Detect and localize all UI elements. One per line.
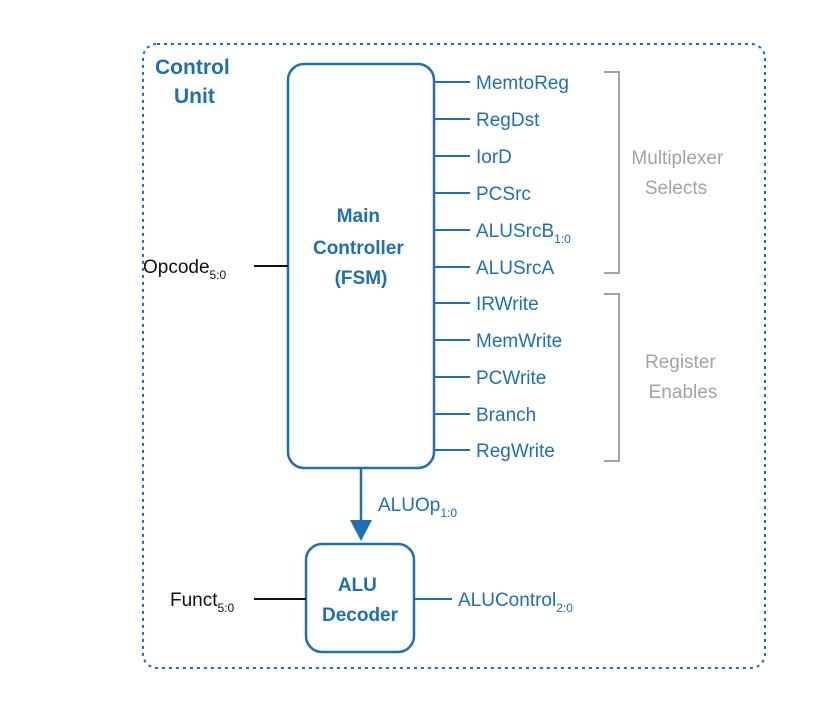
aluop-label: ALUOp1:0 — [378, 495, 457, 520]
control-unit-title: Control Unit — [155, 56, 236, 108]
signal-memtoreg: MemtoReg — [476, 73, 569, 94]
signal-memwrite: MemWrite — [476, 331, 562, 352]
signal-alusrca: ALUSrcA — [476, 258, 554, 279]
signal-regwrite: RegWrite — [476, 441, 555, 462]
main-controller-box — [286, 62, 436, 470]
aluop-arrowhead — [350, 520, 372, 541]
control-unit-border — [142, 43, 766, 669]
signal-branch: Branch — [476, 405, 536, 426]
signal-alusrcb: ALUSrcB1:0 — [476, 221, 571, 246]
signal-labels: MemtoReg RegDst IorD PCSrc ALUSrcB1:0 AL… — [476, 73, 571, 462]
funct-label: Funct5:0 — [170, 590, 235, 615]
alu-decoder-box — [304, 542, 416, 654]
opcode-label: Opcode5:0 — [143, 257, 227, 282]
register-enables-label: Register Enables — [645, 352, 721, 403]
signal-wires — [434, 81, 470, 451]
signal-irwrite: IRWrite — [476, 294, 539, 315]
mux-selects-label: Multiplexer Selects — [631, 148, 728, 199]
signal-pcsrc: PCSrc — [476, 184, 531, 205]
signal-regdst: RegDst — [476, 110, 540, 131]
signal-iord: IorD — [476, 147, 512, 168]
control-unit-title-line-1: Control — [155, 56, 230, 79]
alu-decoder-label: ALU Decoder — [322, 575, 399, 626]
register-enables-bracket — [604, 293, 620, 462]
mux-selects-bracket — [604, 71, 620, 274]
alucontrol-label: ALUControl2:0 — [458, 590, 573, 615]
main-controller-label: Main Controller (FSM) — [313, 206, 409, 289]
signal-pcwrite: PCWrite — [476, 368, 546, 389]
control-unit-title-line-2: Unit — [174, 85, 215, 108]
